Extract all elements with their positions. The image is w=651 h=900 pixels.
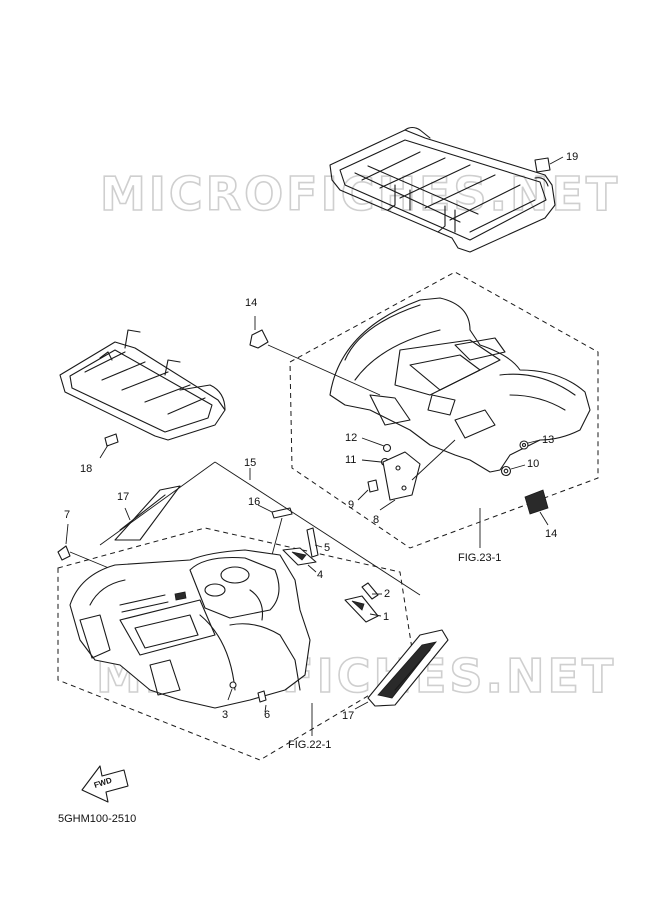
rear-fender-group-outline <box>289 271 599 549</box>
label-14-sticker-bottom <box>524 489 549 515</box>
callout-17-lower: 17 <box>342 710 354 722</box>
callout-14-top: 14 <box>245 297 257 309</box>
callout-14-bottom: 14 <box>545 528 557 540</box>
bracket-1 <box>344 595 379 623</box>
callout-10: 10 <box>527 458 539 470</box>
callout-7: 7 <box>64 509 70 521</box>
callout-4: 4 <box>317 569 323 581</box>
front-fender <box>69 549 311 709</box>
bracket-4 <box>282 547 317 566</box>
callout-2: 2 <box>384 588 390 600</box>
washer-13 <box>519 440 529 450</box>
rear-fender <box>329 297 591 473</box>
callout-11: 11 <box>345 454 356 466</box>
callout-12: 12 <box>345 432 357 444</box>
bolt-5 <box>306 527 319 558</box>
bracket-8 <box>382 451 421 501</box>
decal-strip-17-upper <box>114 485 181 541</box>
rear-carrier-rack <box>329 126 556 253</box>
callout-6: 6 <box>264 709 270 721</box>
diagram-code: 5GHM100-2510 <box>58 813 136 825</box>
decal-strip-17-lower <box>367 629 449 707</box>
washer-10 <box>500 465 512 477</box>
callout-1: 1 <box>383 611 389 623</box>
forward-arrow-icon: FWD <box>81 765 129 803</box>
callout-13: 13 <box>542 434 554 446</box>
bolt-12 <box>382 443 392 453</box>
fig-ref-22-1: FIG.22-1 <box>288 739 331 751</box>
front-carrier-rack <box>59 329 226 441</box>
label-18-sticker <box>104 433 119 447</box>
label-19-sticker <box>534 157 551 173</box>
callout-18: 18 <box>80 463 92 475</box>
callout-15: 15 <box>244 457 256 469</box>
callout-9: 9 <box>348 499 354 511</box>
callout-3: 3 <box>222 709 228 721</box>
bolt-2 <box>361 582 379 600</box>
label-7-sticker <box>57 545 71 561</box>
label-16-sticker <box>271 507 293 519</box>
callout-17-upper: 17 <box>117 491 129 503</box>
label-14-sticker-top <box>249 329 269 349</box>
watermark-top: MICROFICHES.NET <box>100 167 620 221</box>
bolt-9 <box>367 479 379 493</box>
callout-5: 5 <box>324 542 330 554</box>
front-fender-group-outline <box>57 527 416 761</box>
callout-8: 8 <box>373 514 379 526</box>
clip-6 <box>257 690 267 703</box>
callout-16: 16 <box>248 496 260 508</box>
fig-ref-23-1: FIG.23-1 <box>458 552 501 564</box>
callout-19: 19 <box>566 151 578 163</box>
grommet-3 <box>229 681 237 689</box>
